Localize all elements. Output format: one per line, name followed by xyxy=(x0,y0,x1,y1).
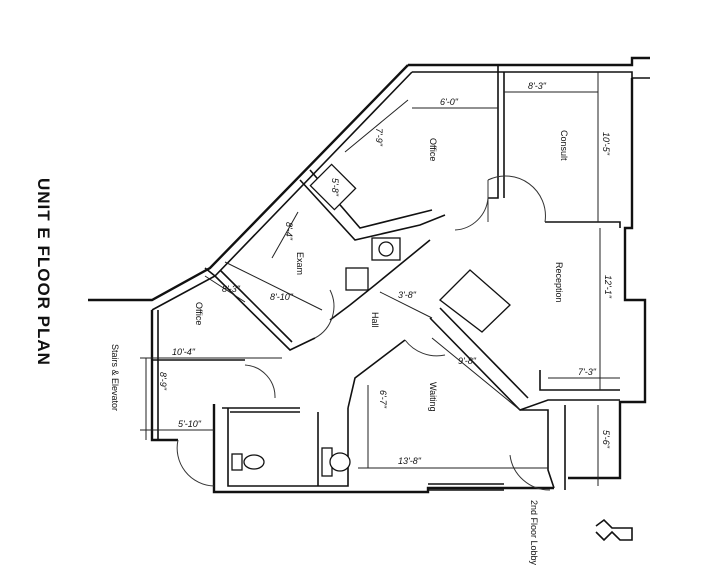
door-office-left xyxy=(244,364,276,399)
reception-partition-2 xyxy=(439,307,529,399)
dim-label-10: 3'-8" xyxy=(398,290,417,300)
dim-line-4 xyxy=(344,99,409,153)
exterior-wall-top-inner xyxy=(412,71,650,79)
toilet-icon-2 xyxy=(329,452,351,472)
stairs-wall xyxy=(150,310,178,442)
dim-label-12: 9'-8" xyxy=(458,356,477,366)
sink-icon xyxy=(378,241,394,257)
exterior-wall-bottom xyxy=(212,404,554,494)
door-reception xyxy=(454,197,489,231)
room-label-office-left: Office xyxy=(194,302,204,325)
exterior-wall-right xyxy=(568,78,647,480)
exam-wall xyxy=(204,267,316,351)
consult-wall xyxy=(488,65,499,199)
dim-label-7: 12'-1" xyxy=(603,275,613,299)
door-exam xyxy=(314,289,335,339)
exterior-wall-top xyxy=(408,56,650,67)
plan-title: UNIT E FLOOR PLAN xyxy=(34,178,53,366)
dim-label-8: 8'-10" xyxy=(270,292,294,302)
waiting-wall-right xyxy=(520,409,555,489)
dim-label-16: 5'-10" xyxy=(178,419,202,429)
dim-label-4: 7'-9" xyxy=(374,128,384,147)
cabinet-1 xyxy=(309,163,357,211)
dim-line-6 xyxy=(271,211,299,259)
dim-label-3: 10'-5" xyxy=(601,132,611,156)
dim-label-6: 8'-4" xyxy=(284,222,294,241)
consult-wall-bottom xyxy=(545,221,621,228)
exterior-wall-diagonal xyxy=(88,64,409,302)
door-hall xyxy=(404,339,446,357)
dim-label-9: 8'-3" xyxy=(222,284,241,294)
door-stairs xyxy=(176,439,215,487)
dim-label-15: 6'-7" xyxy=(378,390,388,409)
reception-counter xyxy=(439,269,511,333)
dim-label-17: 5'-6" xyxy=(601,430,611,449)
dim-label-14: 8'-9" xyxy=(158,372,168,391)
restroom-wall xyxy=(227,408,349,487)
room-label-lobby: 2nd Floor Lobby xyxy=(529,500,539,566)
door-lobby xyxy=(509,454,551,491)
office-exam-wall xyxy=(299,179,446,241)
dim-line-8 xyxy=(224,261,323,311)
room-label-waiting: Waiting xyxy=(428,382,438,412)
dim-line-9 xyxy=(204,275,246,303)
dim-label-5: 5'-8" xyxy=(330,178,340,197)
dim-label-11: 10'-4" xyxy=(172,347,196,357)
toilet-tank-1 xyxy=(231,453,243,471)
hall-wall xyxy=(329,239,431,321)
room-label-hall: Hall xyxy=(370,312,380,328)
waiting-wall xyxy=(347,339,406,409)
north-arrow-icon xyxy=(595,518,633,542)
cabinet-2 xyxy=(345,267,369,291)
reception-partition xyxy=(429,317,620,411)
toilet-icon-1 xyxy=(243,454,265,470)
dim-label-13: 7'-3" xyxy=(578,367,597,377)
dim-line-10 xyxy=(379,291,433,319)
room-label-stairs: Stairs & Elevator xyxy=(110,344,120,411)
room-label-reception: Reception xyxy=(554,262,564,303)
room-label-office-top: Office xyxy=(428,138,438,161)
dim-label-18: 13'-8" xyxy=(398,456,422,466)
door-office-top xyxy=(487,175,546,223)
dim-label-2: 8'-3" xyxy=(528,81,547,91)
exterior-wall-diagonal-inner xyxy=(151,71,413,311)
dim-label-1: 6'-0" xyxy=(440,97,459,107)
room-label-exam: Exam xyxy=(295,252,305,275)
room-label-consult: Consult xyxy=(559,130,569,161)
dim-line-12 xyxy=(431,337,521,411)
reception-partition-3 xyxy=(539,370,620,391)
exam-wall-2 xyxy=(219,269,293,343)
